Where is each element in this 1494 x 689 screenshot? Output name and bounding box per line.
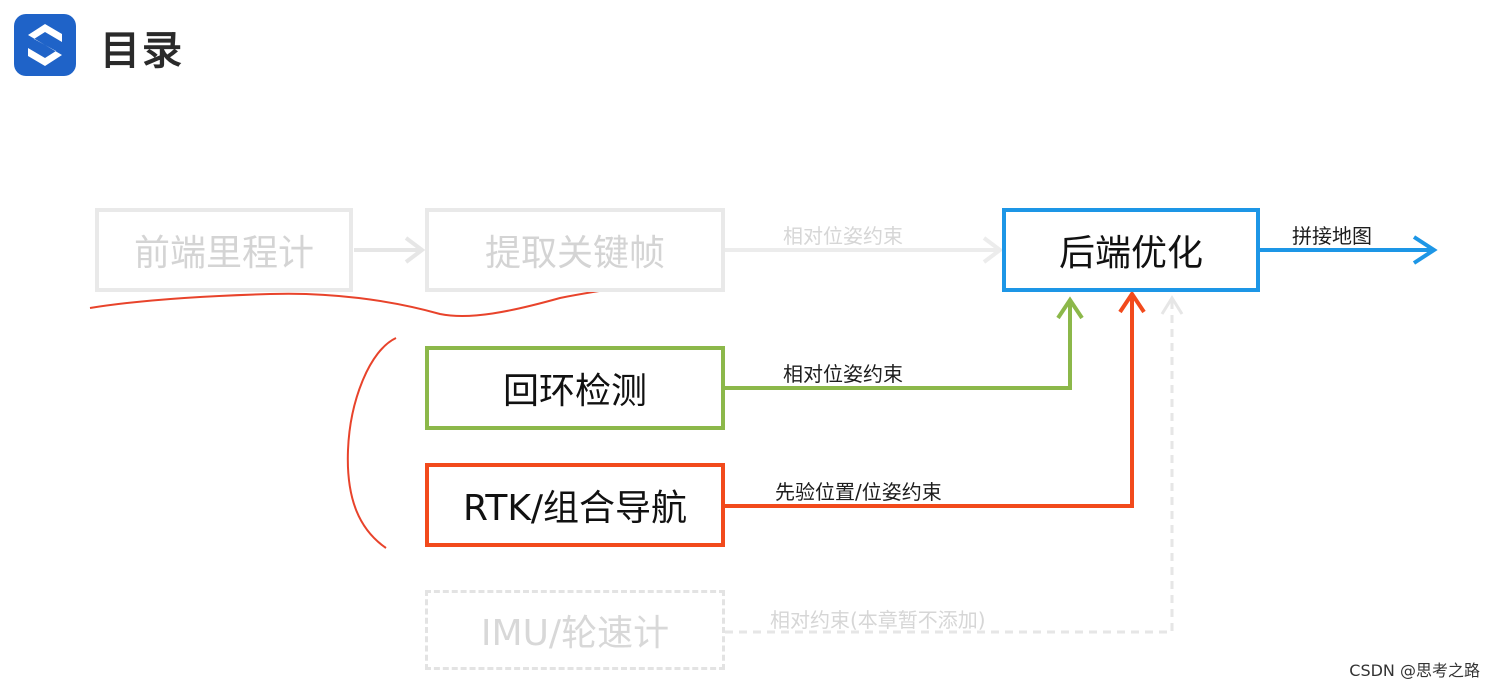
node-rtk-integrated-navigation: RTK/组合导航 xyxy=(425,463,725,547)
edge-label-rtk-to-backend: 先验位置/位姿约束 xyxy=(775,480,942,504)
edge-rtk-to-backend xyxy=(725,290,1146,508)
node-extract-keyframes: 提取关键帧 xyxy=(425,208,725,292)
node-frontend-odometry-label: 前端里程计 xyxy=(133,233,314,274)
edge-odometry-to-keyframes xyxy=(354,236,426,264)
csdn-watermark: CSDN @思考之路 xyxy=(1349,661,1480,680)
node-loop-detection: 回环检测 xyxy=(425,346,725,430)
node-rtk-label: RTK/组合导航 xyxy=(462,488,688,529)
node-frontend-odometry: 前端里程计 xyxy=(95,208,353,292)
edge-imu-to-backend xyxy=(725,295,1184,634)
annotation-bracket-stroke xyxy=(346,337,397,549)
node-imu-wheel-odometer: IMU/轮速计 xyxy=(425,590,725,670)
node-backend-optimization-label: 后端优化 xyxy=(1058,233,1203,274)
node-backend-optimization: 后端优化 xyxy=(1002,208,1260,292)
node-extract-keyframes-label: 提取关键帧 xyxy=(484,233,665,274)
edge-label-keyframes-to-backend: 相对位姿约束 xyxy=(783,224,903,248)
node-loop-detection-label: 回环检测 xyxy=(502,371,647,412)
edge-keyframes-to-backend xyxy=(725,236,1004,264)
page-title: 目录 xyxy=(100,28,184,74)
logo-s-icon xyxy=(28,24,62,66)
edge-loop-to-backend xyxy=(725,296,1084,390)
edge-backend-to-output xyxy=(1260,235,1438,265)
edge-label-backend-to-output: 拼接地图 xyxy=(1292,224,1372,248)
app-logo xyxy=(14,14,76,76)
node-imu-label: IMU/轮速计 xyxy=(480,613,670,654)
edge-label-loop-to-backend: 相对位姿约束 xyxy=(783,362,903,386)
edge-label-imu-to-backend: 相对约束(本章暂不添加) xyxy=(770,608,986,632)
